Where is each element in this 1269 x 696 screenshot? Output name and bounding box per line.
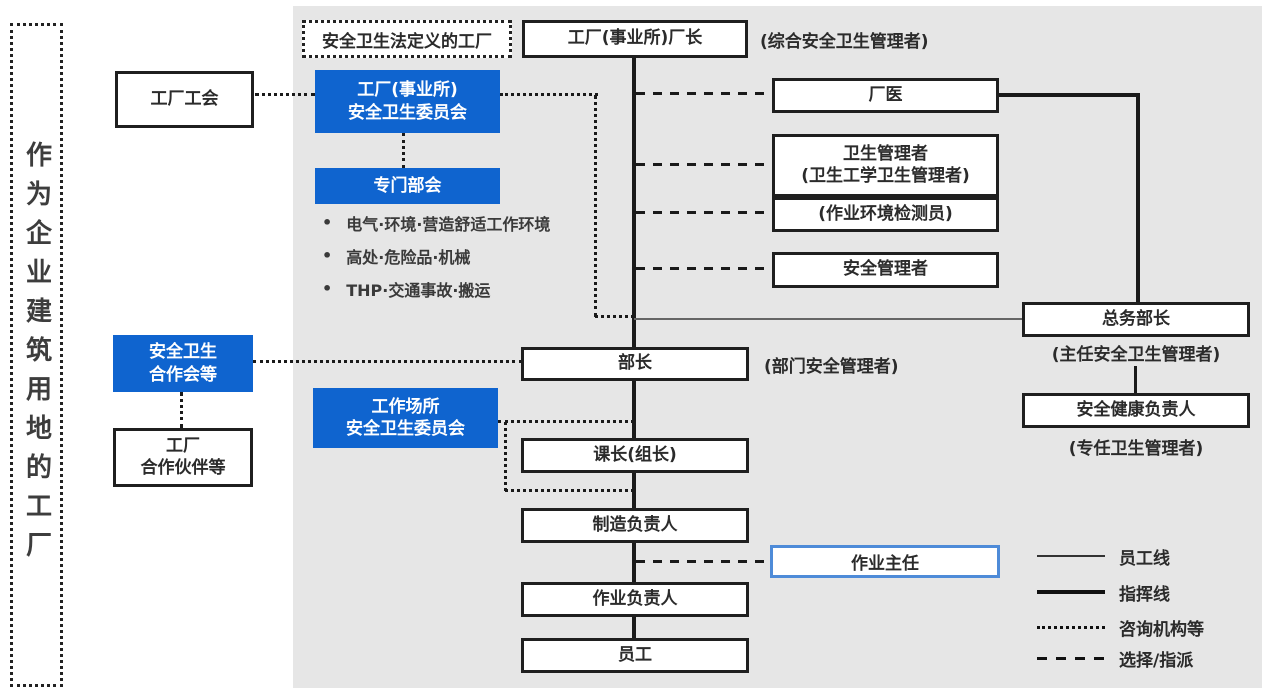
legend-label: 选择/指派: [1119, 650, 1194, 671]
bullet-icon: •: [322, 246, 333, 265]
node-safety-coop-council: 安全卫生 合作会等: [113, 335, 253, 392]
list-item: • 电气·环境·营造舒适工作环境: [322, 206, 632, 239]
bullet-icon: •: [322, 213, 333, 232]
node-factory-safety-committee: 工厂(事业所) 安全卫生委员会: [315, 70, 500, 133]
command-line-doctor-horizontal: [997, 93, 1140, 97]
node-factory-partners: 工厂 合作伙伴等: [113, 428, 253, 487]
legend-row-command-line: 指挥线: [1037, 583, 1170, 605]
list-item: • THP·交通事故·搬运: [322, 272, 632, 305]
legend-row-employee-line: 员工线: [1037, 547, 1170, 569]
list-item-label: 高处·危险品·机械: [346, 247, 471, 267]
dashed-connector-env-inspector: [636, 211, 772, 214]
node-plant-manager: 工厂(事业所)厂长: [522, 20, 748, 58]
node-employee: 员工: [521, 638, 749, 673]
dotted-workplace-down: [504, 422, 507, 491]
list-item-label: THP·交通事故·搬运: [346, 280, 491, 300]
caption-safety-health-officer: (专任卫生管理者): [1068, 438, 1204, 459]
employee-line-to-general-affairs: [634, 318, 1022, 320]
dotted-committee-right: [500, 93, 598, 96]
caption-plant-manager: (综合安全卫生管理者): [760, 31, 929, 52]
legend-label: 指挥线: [1119, 584, 1170, 605]
node-department-director: 部长: [521, 347, 749, 381]
dashed-line-sample: [1037, 656, 1105, 660]
list-item: • 高处·危险品·机械: [322, 239, 632, 272]
bullet-icon: •: [322, 279, 333, 298]
dashed-connector-plant-doctor: [636, 92, 772, 95]
legend-label: 咨询机构等: [1119, 619, 1204, 640]
node-section-chief: 课长(组长): [521, 438, 749, 473]
node-safety-manager: 安全管理者: [772, 252, 999, 288]
node-operation-lead: 作业负责人: [521, 582, 749, 617]
legend-row-selection-line: 选择/指派: [1037, 649, 1193, 671]
caption-department-director: (部门安全管理者): [764, 356, 899, 377]
site-boundary-box: 作为企业建筑用地的工厂: [10, 23, 63, 687]
dotted-workplace-to-spine-top: [498, 420, 634, 423]
node-env-inspector: (作业环境检测员): [772, 197, 999, 232]
dotted-workplace-to-spine-bottom: [505, 489, 634, 492]
dashed-connector-operation-chief: [636, 560, 770, 563]
dotted-committee-to-subcommittee: [402, 133, 405, 168]
dotted-council-to-department: [253, 360, 522, 363]
dotted-union-to-committee: [255, 93, 315, 96]
legend-label: 员工线: [1119, 548, 1170, 569]
thin-line-sample: [1037, 555, 1105, 557]
dashed-connector-safety-manager: [636, 267, 772, 270]
node-safety-health-officer: 安全健康负责人: [1022, 393, 1250, 428]
caption-general-affairs: (主任安全卫生管理者): [1051, 344, 1221, 365]
node-operation-chief: 作业主任: [770, 545, 1000, 578]
command-line-doctor-vertical: [1136, 93, 1140, 304]
dotted-committee-to-spine: [595, 315, 634, 318]
list-item-label: 电气·环境·营造舒适工作环境: [346, 214, 551, 234]
line-general-affairs-to-officer: [1134, 366, 1137, 394]
dotted-council-to-partners: [180, 392, 183, 428]
legal-factory-box: 安全卫生法定义的工厂: [302, 20, 512, 58]
legend-row-advisory-line: 咨询机构等: [1037, 618, 1204, 640]
node-manufacturing-lead: 制造负责人: [521, 508, 749, 543]
node-general-affairs-director: 总务部长: [1022, 302, 1250, 337]
thick-line-sample: [1037, 590, 1105, 594]
node-hygiene-manager: 卫生管理者 (卫生工学卫生管理者): [772, 134, 999, 197]
dashed-connector-hygiene-manager: [636, 163, 772, 166]
node-factory-union: 工厂工会: [115, 71, 254, 128]
subcommittee-bullet-list: • 电气·环境·营造舒适工作环境 • 高处·危险品·机械 • THP·交通事故·…: [322, 206, 632, 305]
node-workplace-safety-committee: 工作场所 安全卫生委员会: [313, 388, 498, 448]
node-special-subcommittee: 专门部会: [315, 168, 500, 204]
dotted-line-sample: [1037, 625, 1105, 629]
node-plant-doctor: 厂医: [772, 78, 999, 113]
dotted-committee-down: [594, 95, 597, 317]
site-label: 作为企业建筑用地的工厂: [21, 140, 52, 570]
